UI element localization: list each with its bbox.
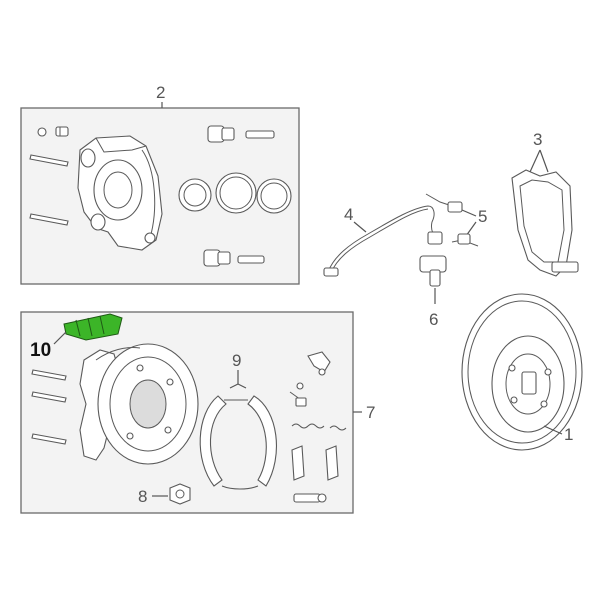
callout-7[interactable]: 7 [366,403,375,422]
leader-4 [353,221,367,233]
hub-nut: 8 [138,483,191,506]
leader-5a [461,209,477,217]
caliper-slide-pins [29,154,69,226]
caliper-bolt-parts [37,126,69,137]
parking-brake-hardware [289,351,347,503]
callout-4[interactable]: 4 [344,205,353,224]
callout-6[interactable]: 6 [429,310,438,329]
leader-3a [529,149,541,173]
callout-5[interactable]: 5 [478,207,487,226]
wheel-speed-sensor: 6 [419,255,447,329]
highlighted-part-10[interactable] [63,313,123,341]
abs-connector-parts: 5 [425,193,487,247]
abs-harness: 4 [323,205,443,277]
caliper-body [77,135,163,251]
callout-2[interactable]: 2 [156,83,165,102]
leader-10 [53,331,67,345]
caliper-group-box: 2 [20,83,300,285]
callout-8[interactable]: 8 [138,487,147,506]
brake-rotor: 1 [461,293,583,451]
leader-1 [543,425,563,435]
callout-9[interactable]: 9 [232,351,241,370]
leader-3b [539,149,549,173]
caliper-piston-boots [178,125,292,267]
backing-plate [79,343,199,465]
callout-1[interactable]: 1 [564,425,573,444]
brake-pad-set: 3 [511,130,579,277]
callout-3[interactable]: 3 [533,130,542,149]
parking-brake-group-box: 7 10 8 [20,311,375,514]
parking-brake-shoe: 9 [199,351,277,490]
backing-plate-pins [31,369,67,445]
callout-10[interactable]: 10 [30,340,51,361]
